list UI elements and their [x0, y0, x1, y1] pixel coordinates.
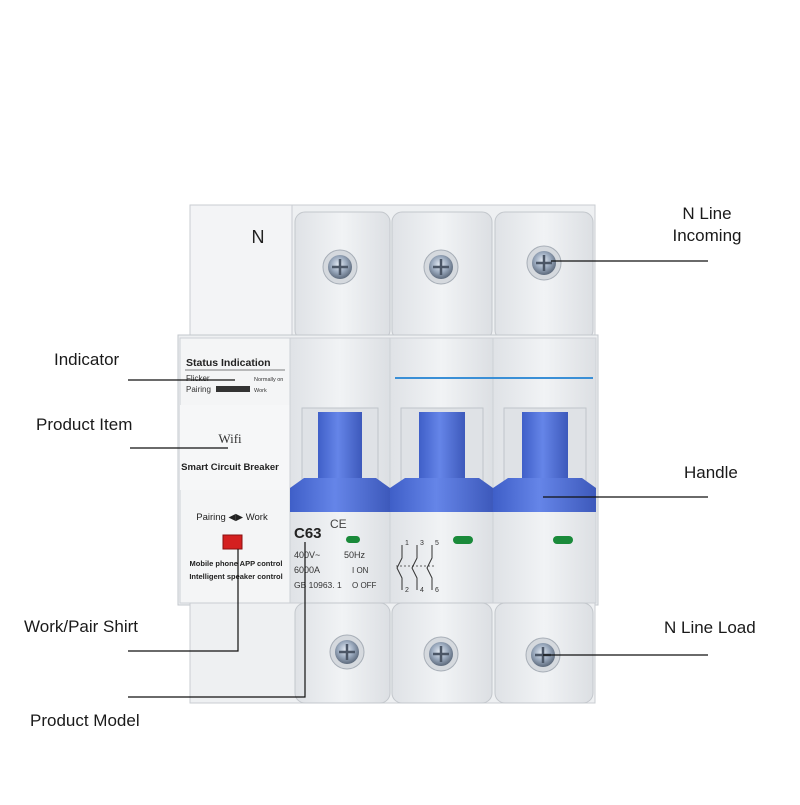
- handle-1[interactable]: [290, 407, 390, 512]
- status-pairing-bar: [216, 386, 250, 392]
- terminal-top-1: 1: [405, 540, 409, 547]
- callout-work-pair-switch: Work/Pair Shirt: [24, 617, 138, 636]
- handle-2[interactable]: [390, 407, 493, 512]
- on-label: I ON: [352, 566, 369, 575]
- wiring-schematic: [396, 545, 436, 590]
- status-title: Status Indication: [186, 357, 271, 369]
- trip-indicator-1: [346, 536, 360, 543]
- top-screw-2: [423, 249, 459, 285]
- speaker-control-label: Intelligent speaker control: [189, 572, 282, 581]
- callout-product-model: Product Model: [30, 711, 140, 730]
- pairing-work-label: Pairing ◀▶ Work: [196, 512, 268, 523]
- callout-indicator: Indicator: [54, 350, 120, 369]
- pair-button[interactable]: [222, 534, 243, 550]
- model-label: C63: [294, 525, 322, 542]
- callout-handle: Handle: [684, 463, 738, 482]
- neutral-terminal-cover: [189, 204, 293, 341]
- handle-3[interactable]: [493, 407, 596, 512]
- status-normally-on: Normally on: [254, 377, 283, 383]
- terminal-bottom-2: 2: [405, 587, 409, 594]
- standard-label: GB 10963. 1: [294, 580, 342, 590]
- neutral-mark: N: [252, 227, 265, 247]
- terminal-bottom-4: 4: [420, 587, 424, 594]
- voltage-label: 400V~: [294, 550, 320, 560]
- trip-indicator-2: [453, 536, 473, 544]
- status-pairing: Pairing: [186, 385, 211, 394]
- breaking-capacity-label: 6000A: [294, 565, 320, 575]
- status-work: Work: [254, 388, 267, 394]
- wifi-label: Wifi: [218, 431, 242, 446]
- ce-mark: CE: [330, 517, 347, 531]
- frequency-label: 50Hz: [344, 550, 366, 560]
- leader-product-model: [128, 542, 306, 698]
- trip-indicator-3: [553, 536, 573, 544]
- app-control-label: Mobile phone APP control: [190, 559, 283, 568]
- callout-product-item: Product Item: [36, 415, 133, 434]
- bottom-screw-1: [329, 634, 365, 670]
- terminal-bottom-6: 6: [435, 587, 439, 594]
- top-screw-3: [526, 245, 562, 281]
- status-flicker: Flicker: [186, 374, 210, 383]
- callout-n-line-load: N Line Load: [664, 618, 756, 637]
- callout-n-line-incoming: N Line Incoming: [672, 204, 742, 246]
- leader-work-pair-switch: [128, 549, 239, 652]
- terminal-top-5: 5: [435, 540, 439, 547]
- status-indication-panel: Status Indication Flicker Pairing Normal…: [185, 357, 285, 394]
- bottom-screw-2: [423, 636, 459, 672]
- product-name-label: Smart Circuit Breaker: [181, 462, 279, 473]
- off-label: O OFF: [352, 581, 377, 590]
- top-screw-1: [322, 249, 358, 285]
- terminal-top-3: 3: [420, 540, 424, 547]
